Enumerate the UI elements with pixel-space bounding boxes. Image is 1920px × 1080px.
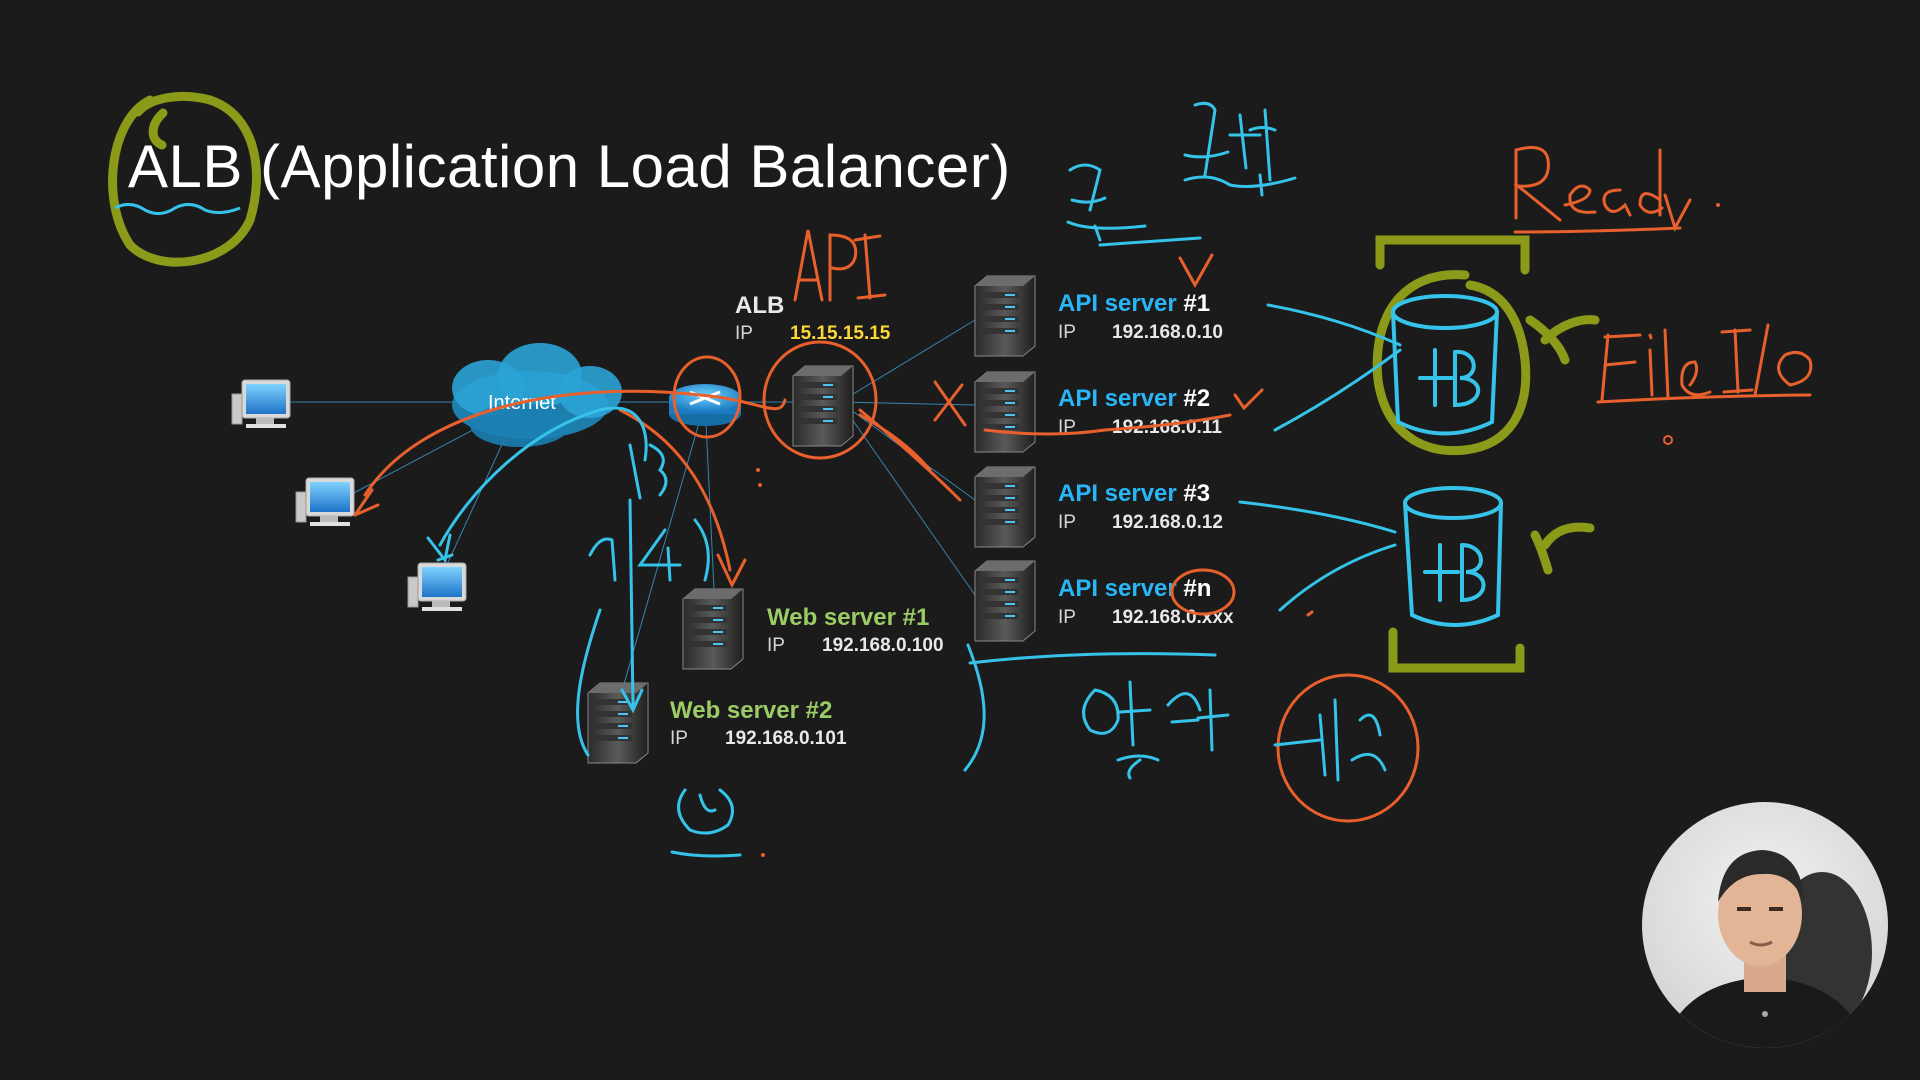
database-icon <box>1403 486 1503 627</box>
web-server-1-ip: 192.168.0.100 <box>822 635 944 656</box>
api-server-icon <box>974 275 1036 357</box>
router-icon <box>669 384 741 426</box>
internet-label: Internet <box>488 392 556 414</box>
presenter-avatar-icon <box>1662 850 1872 1048</box>
api-server-n-ip: 192.168.0.xxx <box>1112 607 1234 628</box>
page-title: ALB (Application Load Balancer) <box>128 133 1011 200</box>
api-server-1-ip-key: IP <box>1058 322 1076 343</box>
web-server-icon <box>587 682 649 764</box>
web-server-icon <box>682 588 744 670</box>
api-server-icon <box>974 371 1036 453</box>
api-server-2-label: API server #2 <box>1058 385 1211 412</box>
api-server-1-label: API server #1 <box>1058 290 1211 317</box>
web-server-1-label: Web server #1 <box>767 604 930 631</box>
api-server-n-ip-key: IP <box>1058 607 1076 628</box>
api-server-icon <box>974 560 1036 642</box>
db-highlight <box>1372 235 1600 673</box>
cyan-annotations <box>426 101 1387 858</box>
web-server-2-ip-key: IP <box>670 728 688 749</box>
web-server-2-label: Web server #2 <box>670 697 833 724</box>
web-server-1-ip-key: IP <box>767 635 785 656</box>
api-server-3-ip: 192.168.0.12 <box>1112 512 1223 533</box>
client-pc-icon <box>407 562 467 612</box>
api-server-n-label: API server #n <box>1058 575 1212 602</box>
api-server-2-ip: 192.168.0.11 <box>1112 417 1222 438</box>
api-server-2-ip-key: IP <box>1058 417 1076 438</box>
api-server-3-label: API server #3 <box>1058 480 1211 507</box>
api-server-1-ip: 192.168.0.10 <box>1112 322 1223 343</box>
api-server-3-ip-key: IP <box>1058 512 1076 533</box>
api-server-icon <box>974 466 1036 548</box>
presenter-webcam <box>1642 802 1888 1048</box>
database-icon <box>1391 294 1499 436</box>
web-server-2-ip: 192.168.0.101 <box>725 728 847 749</box>
alb-label: ALB <box>735 292 785 319</box>
client-pc-icon <box>295 477 355 527</box>
alb-server-icon <box>792 365 854 447</box>
client-pc-icon <box>231 379 291 429</box>
alb-ip: 15.15.15.15 <box>790 323 891 344</box>
alb-ip-key: IP <box>735 323 753 344</box>
